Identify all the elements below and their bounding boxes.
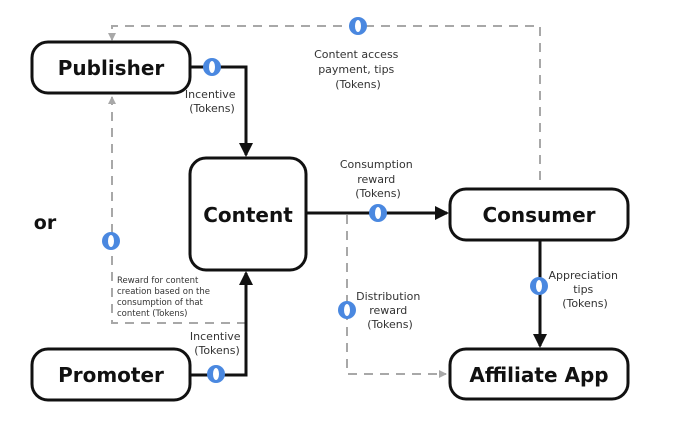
label-appreciation-tips: Appreciation tips (Tokens) [549,269,622,310]
token-icon-consumption-reward [369,204,387,222]
or-label: or [34,212,57,234]
node-publisher: Publisher [30,40,192,95]
label-creation-reward: Reward for content creation based on the… [117,276,213,319]
token-icon-appreciation-tips [530,277,548,295]
dashed-edges [108,25,541,378]
label-content-access: Content access payment, tips (Tokens) [314,48,402,91]
label-distribution-reward: Distribution reward (Tokens) [356,290,424,331]
node-promoter: Promoter [30,347,192,402]
label-publisher-incentive: Incentive (Tokens) [185,88,239,115]
token-icon-content-access [349,17,367,35]
token-icon-promoter-incentive [207,365,225,383]
node-promoter-label: Promoter [58,363,164,387]
node-content-label: Content [203,203,293,227]
edge-content-access [108,25,541,180]
node-consumer-label: Consumer [482,203,595,227]
token-icon-creation-reward [102,232,120,250]
label-promoter-incentive: Incentive (Tokens) [190,330,244,357]
label-consumption-reward: Consumption reward (Tokens) [340,158,416,200]
node-consumer: Consumer [448,187,630,242]
node-content: Content [188,156,308,272]
token-icon-publisher-incentive [203,58,221,76]
token-icon-distribution-reward [338,301,356,319]
node-affiliate-app: Affiliate App [448,347,630,401]
node-affiliate-app-label: Affiliate App [469,363,608,387]
edge-creation-reward [108,96,246,324]
edge-distribution-reward [346,215,447,378]
node-publisher-label: Publisher [58,56,165,80]
